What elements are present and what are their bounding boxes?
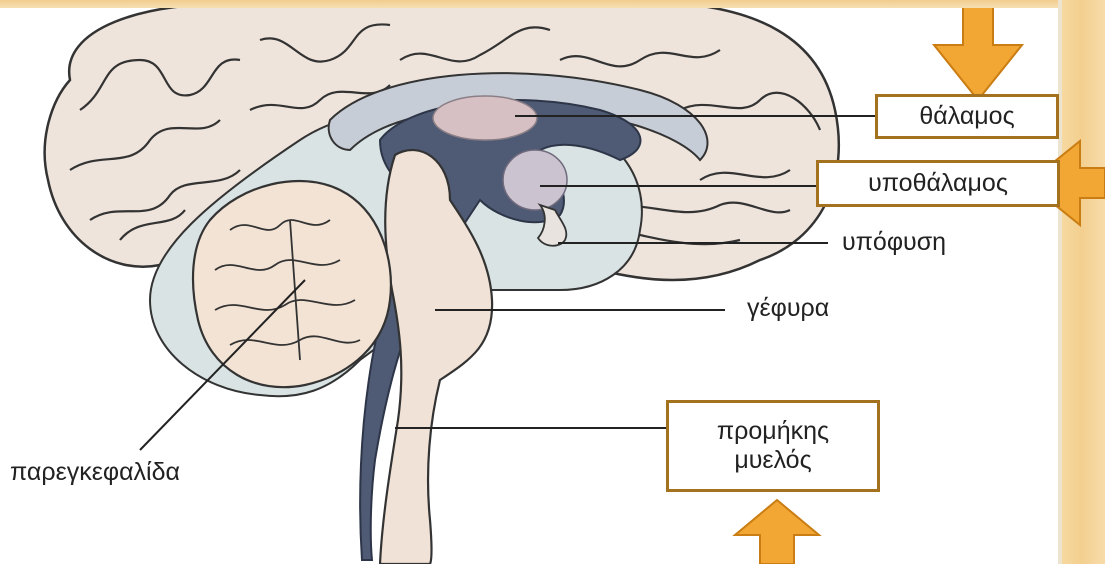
arrow-down-icon: [934, 0, 1022, 100]
cerebellum: [193, 181, 391, 387]
top-border: [0, 0, 1105, 8]
label-pons: γέφυρα: [747, 296, 829, 321]
arrow-up-icon: [735, 500, 819, 564]
label-hypothalamus: υποθάλαμος: [816, 160, 1060, 207]
label-cerebellum: παρεγκεφαλίδα: [10, 460, 180, 485]
hypothalamus: [503, 150, 567, 210]
right-decor-panel: [1062, 0, 1105, 564]
label-pituitary: υπόφυση: [842, 230, 946, 255]
label-medulla-line1: προμήκης: [717, 417, 829, 446]
label-hypothalamus-text: υποθάλαμος: [868, 169, 1008, 198]
label-medulla: προμήκης μυελός: [666, 400, 880, 492]
label-medulla-line2: μυελός: [734, 446, 811, 475]
label-thalamus-text: θάλαμος: [919, 102, 1014, 131]
thalamus: [433, 96, 537, 140]
label-thalamus: θάλαμος: [875, 94, 1059, 139]
